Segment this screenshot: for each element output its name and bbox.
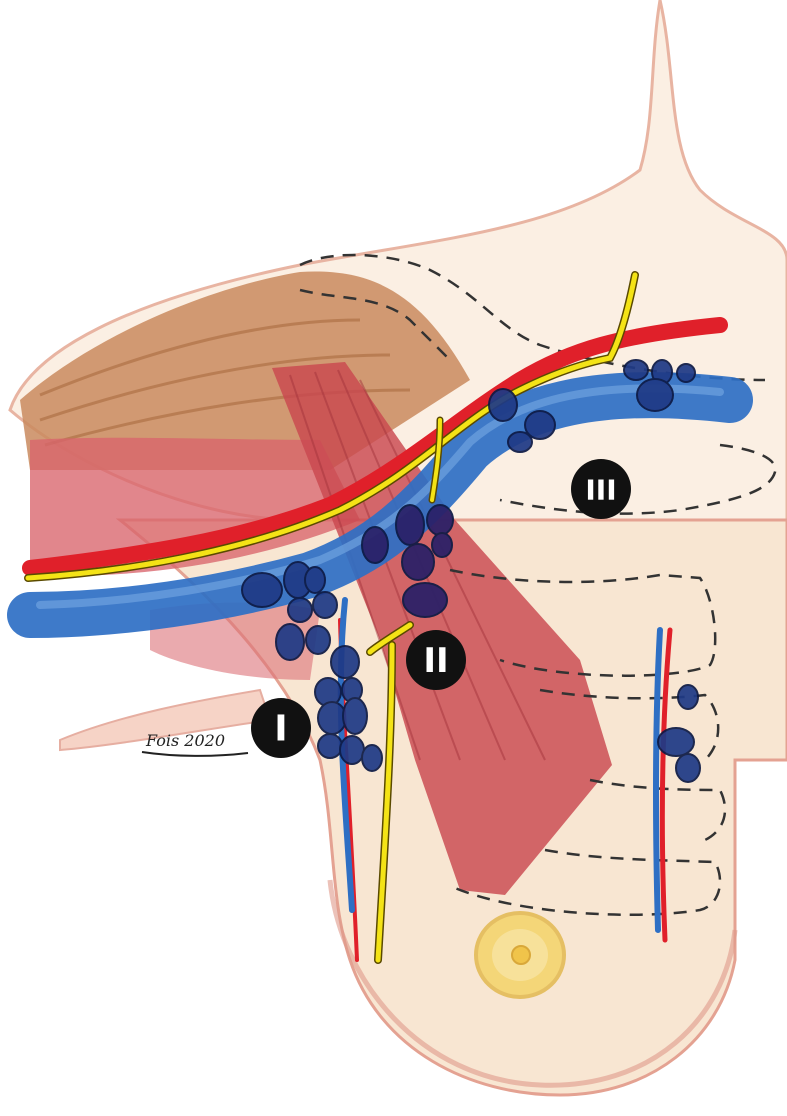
breast-vein: [652, 627, 663, 933]
lymph-node: [507, 431, 533, 453]
breast-contour: [327, 879, 738, 1088]
lymph-node: [488, 388, 518, 422]
lymph-node: [342, 697, 368, 735]
lymph-node: [317, 701, 347, 735]
lymph-node: [402, 582, 448, 618]
breast-band-3: [454, 848, 722, 917]
lymph-node: [361, 744, 383, 772]
lymph-node: [361, 526, 389, 564]
level-3-lower-outline: [299, 288, 451, 361]
red-muscle-belly: [30, 437, 360, 576]
level-marker-2: II: [406, 630, 466, 690]
lymph-node: [426, 504, 454, 536]
lymph-node: [395, 504, 425, 546]
level-marker-1-label: I: [274, 709, 287, 750]
lymph-node: [317, 733, 343, 759]
lymph-node: [304, 566, 326, 594]
level-3-right-outline: [499, 443, 777, 515]
level-2-outline: [449, 568, 717, 677]
level-marker-1-circle: [251, 698, 311, 758]
level-marker-2-circle: [406, 630, 466, 690]
lymph-node: [330, 645, 360, 679]
lymph-nodes: [241, 359, 701, 783]
lymph-node: [275, 623, 305, 661]
lymph-node: [305, 625, 331, 655]
lymph-node: [431, 532, 453, 558]
lymph-node: [623, 359, 649, 381]
breast-artery: [659, 627, 673, 943]
signature-underline: [141, 751, 249, 757]
nipple: [511, 945, 531, 965]
lymph-node: [241, 572, 283, 608]
lymph-node: [287, 597, 313, 623]
level-marker-1: I: [251, 698, 311, 758]
lymph-node: [401, 543, 435, 581]
artist-signature: Fois 2020: [141, 731, 249, 757]
lymph-node: [524, 410, 556, 440]
level-marker-3-circle: [571, 459, 631, 519]
lymph-node: [677, 684, 699, 710]
nipple-areola: [474, 911, 566, 999]
lymph-node: [676, 363, 696, 383]
lymph-node: [657, 727, 695, 757]
thoracodorsal-nerve: [367, 622, 413, 963]
nerve-main: [25, 272, 638, 581]
lymph-node: [339, 735, 365, 765]
level-marker-3-label: III: [585, 474, 616, 507]
lymph-node: [636, 378, 674, 412]
level-marker-3: III: [571, 459, 631, 519]
lymph-node: [312, 591, 338, 619]
artery-main: [22, 317, 728, 576]
lymph-node: [675, 753, 701, 783]
level-marker-2-label: II: [423, 641, 448, 681]
signature-text: Fois 2020: [145, 731, 225, 750]
nerves: [24, 271, 639, 964]
nerve-branch: [430, 418, 442, 502]
